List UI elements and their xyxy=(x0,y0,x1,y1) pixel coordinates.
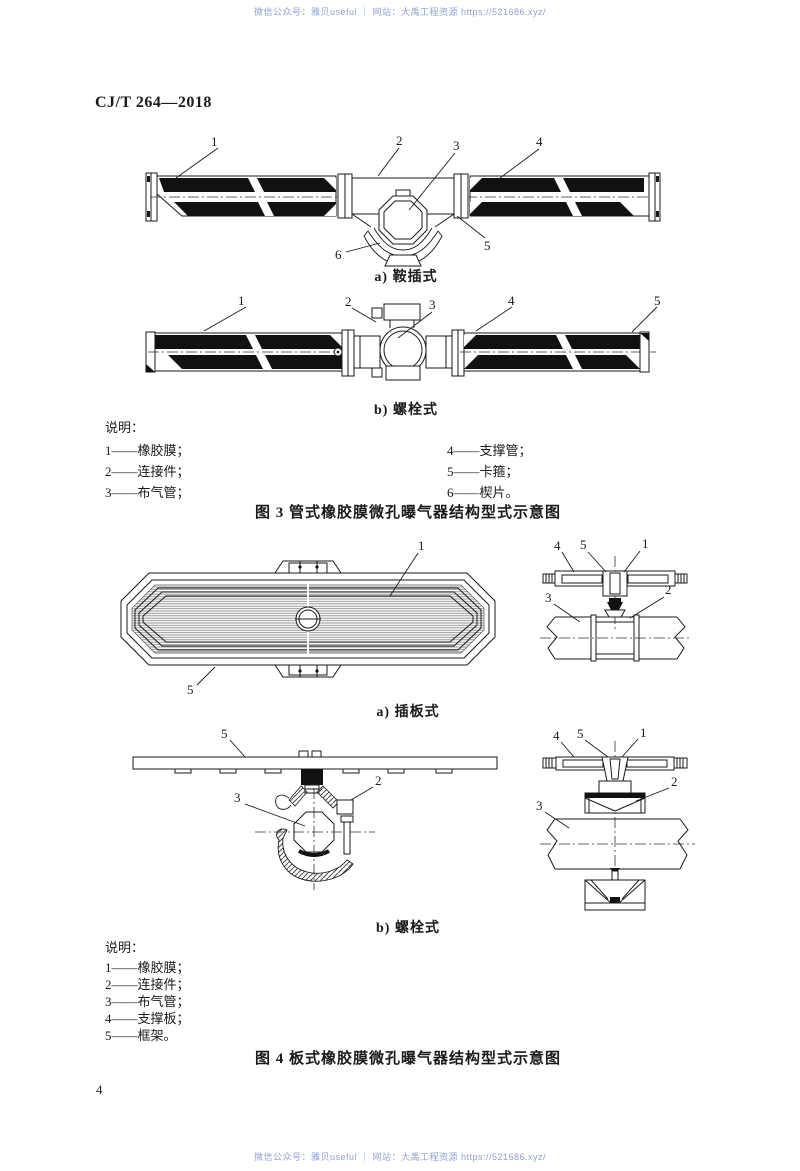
fig4b-section-callout-5: 5 xyxy=(221,726,228,741)
fig3b-callout-4: 4 xyxy=(508,293,515,308)
fig4-legend-item: 1——橡胶膜； xyxy=(105,960,190,975)
fig3b-diagram: 1 2 3 4 5 xyxy=(145,293,661,381)
fig4-legend-item: 4——支撑板； xyxy=(105,1011,190,1026)
fig3b-callout-3: 3 xyxy=(429,297,436,312)
fig4-legend-item: 3——布气管； xyxy=(105,994,190,1009)
fig3-legend-item: 3——布气管； xyxy=(105,485,190,500)
fig4a-plan-callout-5: 5 xyxy=(187,682,194,697)
fig3a-diagram: 1 2 3 4 5 6 xyxy=(145,133,661,267)
fig3-legend-title: 说明： xyxy=(105,420,145,435)
fig3-legend-item: 1——橡胶膜； xyxy=(105,443,190,458)
fig3a-callout-3: 3 xyxy=(453,138,460,153)
doc-code: CJ/T 264—2018 xyxy=(95,94,212,111)
fig3b-callout-2: 2 xyxy=(345,294,352,309)
fig3-caption: 图 3 管式橡胶膜微孔曝气器结构型式示意图 xyxy=(254,505,561,521)
fig4a-plan-callout-1: 1 xyxy=(418,538,425,553)
fig3b-type-label: b) 螺栓式 xyxy=(374,403,438,418)
fig3-legend-item: 6——楔片。 xyxy=(447,485,519,500)
page-number: 4 xyxy=(96,1082,103,1097)
fig4a-plan-diagram: 1 5 xyxy=(120,538,496,697)
fig4a-side-callout-2: 2 xyxy=(665,582,672,597)
fig3a-type-label: a) 鞍插式 xyxy=(374,270,438,285)
fig3a-callout-4: 4 xyxy=(536,134,543,149)
fig4b-type-label: b) 螺栓式 xyxy=(376,921,440,936)
fig4a-side-callout-4: 4 xyxy=(554,538,561,553)
fig4b-section-callout-2: 2 xyxy=(375,773,382,788)
watermark-bottom: 微信公众号：雅贝useful ｜ 网站：大禹工程资源 https://52168… xyxy=(253,1152,547,1162)
fig3-legend-item: 4——支撑管； xyxy=(447,443,532,458)
fig4b-side-callout-2: 2 xyxy=(671,774,678,789)
watermark-top: 微信公众号：雅贝useful ｜ 网站：大禹工程资源 https://52168… xyxy=(253,7,547,17)
fig4a-side-callout-3: 3 xyxy=(545,590,552,605)
fig4-caption: 图 4 板式橡胶膜微孔曝气器结构型式示意图 xyxy=(254,1051,561,1067)
fig4b-side-callout-5: 5 xyxy=(577,726,584,741)
fig3b-callout-5: 5 xyxy=(654,293,661,308)
fig4b-section-callout-3: 3 xyxy=(234,790,241,805)
fig4a-type-label: a) 插板式 xyxy=(376,705,440,720)
fig4-legend-title: 说明： xyxy=(105,940,145,955)
fig3-legend-item: 2——连接件； xyxy=(105,464,190,479)
fig4b-section-diagram: 5 2 3 xyxy=(132,726,498,890)
fig4a-side-callout-1: 1 xyxy=(642,536,649,551)
fig3a-callout-1: 1 xyxy=(211,134,218,149)
fig4a-side-diagram: 4 5 1 2 3 xyxy=(540,536,690,662)
fig3a-callout-6: 6 xyxy=(335,247,342,262)
fig4b-side-diagram: 4 5 1 2 3 xyxy=(536,725,695,911)
fig4-legend-item: 5——框架。 xyxy=(105,1028,177,1043)
fig4b-side-callout-3: 3 xyxy=(536,798,543,813)
fig3a-callout-2: 2 xyxy=(396,133,403,148)
fig3-legend-item: 5——卡箍； xyxy=(447,464,519,479)
fig3b-callout-1: 1 xyxy=(238,293,245,308)
fig4b-side-callout-4: 4 xyxy=(553,728,560,743)
fig4a-side-callout-5: 5 xyxy=(580,537,587,552)
fig4-legend-item: 2——连接件； xyxy=(105,977,190,992)
fig4b-side-callout-1: 1 xyxy=(640,725,647,740)
fig3a-callout-5: 5 xyxy=(484,238,491,253)
